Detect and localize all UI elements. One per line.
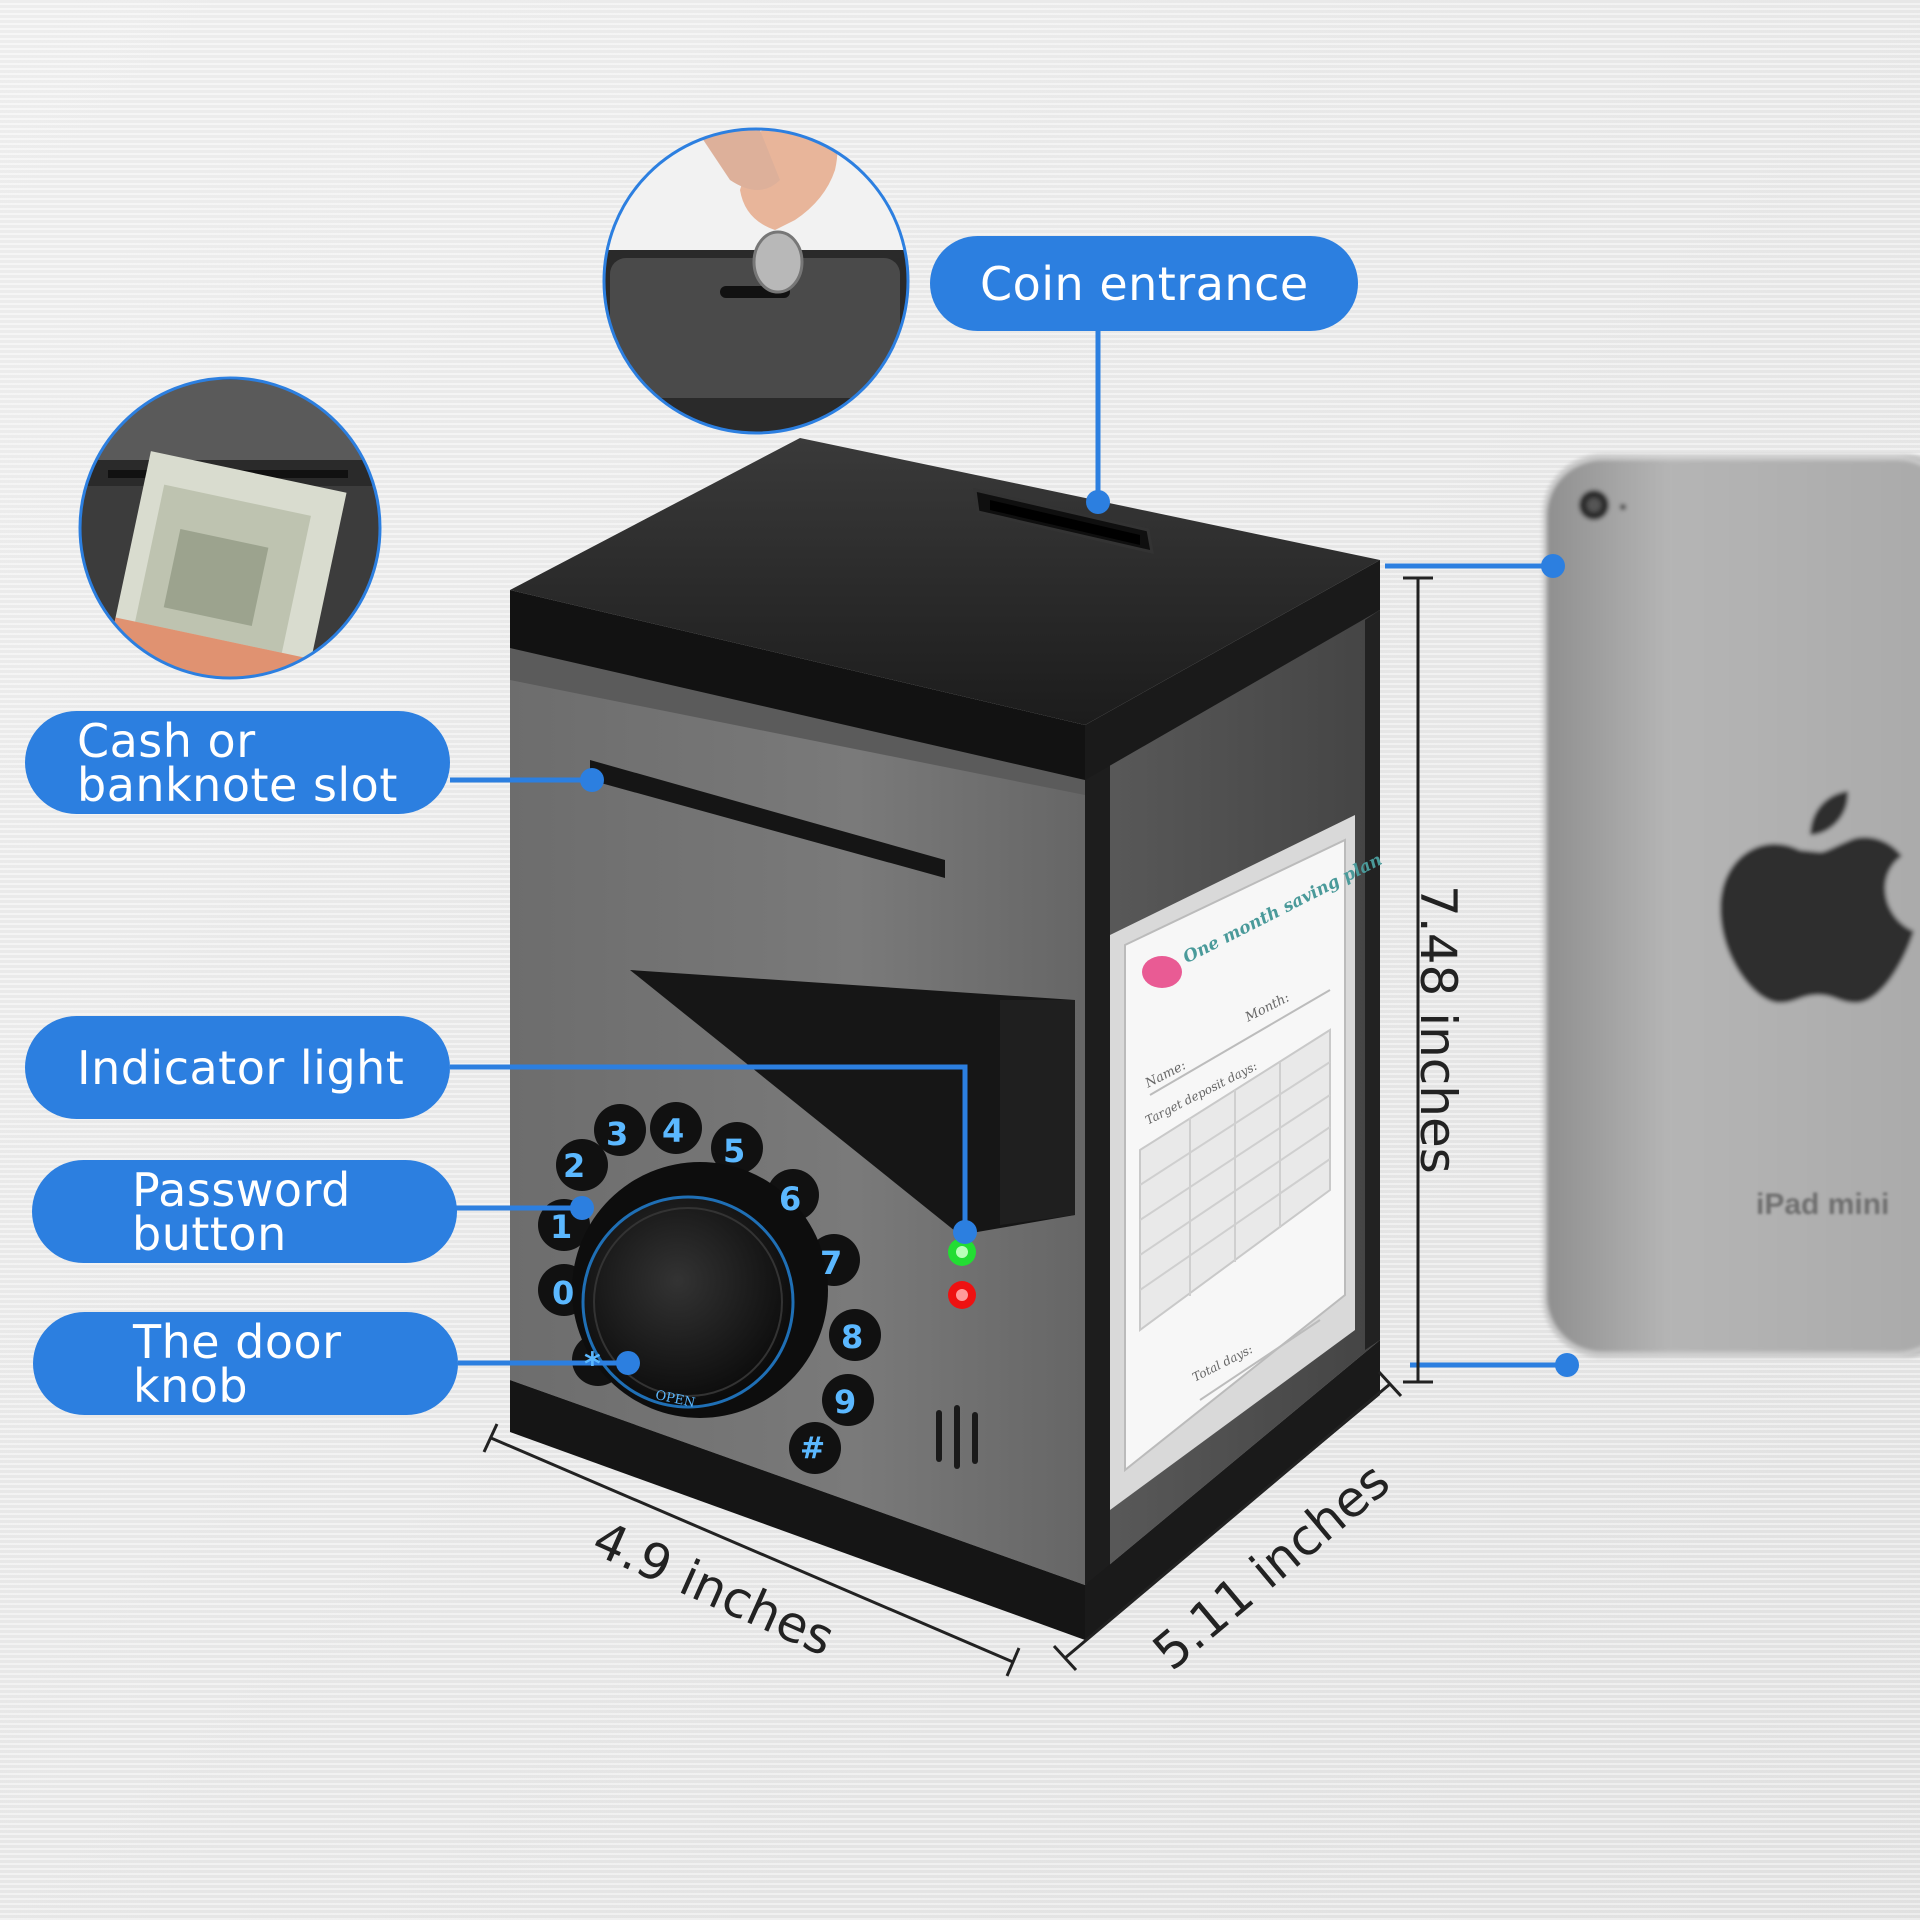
door-knob-callout: The door knob: [33, 1312, 458, 1415]
height-dimension-label: 7.48 inches: [1409, 885, 1467, 1174]
ipad-mini-device: [1543, 455, 1920, 1357]
door-knob-label-line2: knob: [133, 1358, 249, 1413]
coin-entrance-callout: Coin entrance: [930, 236, 1358, 331]
indicator-light-label: Indicator light: [77, 1040, 405, 1095]
dimension-lines: [482, 576, 1433, 1677]
ipad-model-label: iPad mini: [1756, 1188, 1890, 1221]
keypad-key-1[interactable]: 1: [550, 1208, 573, 1246]
keypad-key-5[interactable]: 5: [723, 1132, 746, 1170]
password-button-label-line2: button: [132, 1206, 287, 1261]
safe-box-lid: [510, 438, 1380, 780]
keypad-key-8[interactable]: 8: [841, 1318, 864, 1356]
keypad-key-9[interactable]: 9: [834, 1383, 857, 1421]
indicator-lights: [948, 1238, 976, 1309]
banknote-slot-inset-photo: [78, 376, 382, 680]
keypad-key-6[interactable]: 6: [779, 1180, 802, 1218]
keypad-key-0[interactable]: 0: [552, 1274, 575, 1312]
keypad-key-star[interactable]: *: [584, 1345, 601, 1383]
password-button-callout: Password button: [32, 1160, 457, 1263]
cash-slot-callout: Cash or banknote slot: [25, 711, 450, 814]
saving-plan-card: [1110, 815, 1355, 1510]
cash-slot-label-line2: banknote slot: [77, 757, 398, 812]
door-knob-label-line1: The door: [133, 1314, 342, 1369]
password-button-label-line1: Password: [132, 1162, 351, 1217]
keypad-key-2[interactable]: 2: [563, 1147, 586, 1185]
callout-leader-lines: [450, 325, 1101, 1366]
keypad-key-7[interactable]: 7: [820, 1244, 843, 1282]
keypad-key-4[interactable]: 4: [662, 1112, 685, 1150]
keypad-key-hash[interactable]: #: [800, 1431, 826, 1466]
coin-entrance-label: Coin entrance: [980, 256, 1309, 311]
indicator-light-callout: Indicator light: [25, 1016, 450, 1119]
coin-entrance-inset-photo: [602, 127, 910, 435]
cash-slot-label-line1: Cash or: [77, 713, 256, 768]
keypad-key-3[interactable]: 3: [606, 1115, 629, 1153]
